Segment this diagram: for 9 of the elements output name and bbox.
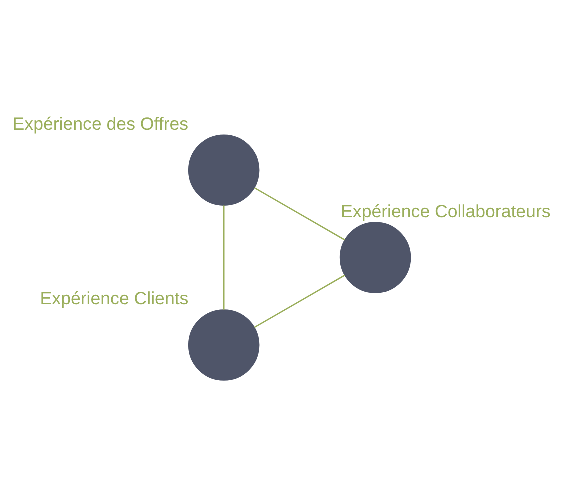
node-circle — [188, 309, 260, 380]
connector — [254, 274, 346, 328]
node-label: Expérience des Offres — [12, 113, 189, 134]
node-label: Expérience Collaborateurs — [341, 200, 551, 221]
node-circle — [188, 134, 260, 206]
connector — [254, 186, 346, 240]
node-label: Expérience Clients — [40, 288, 189, 308]
node-circle — [340, 222, 412, 293]
connector — [223, 205, 225, 310]
